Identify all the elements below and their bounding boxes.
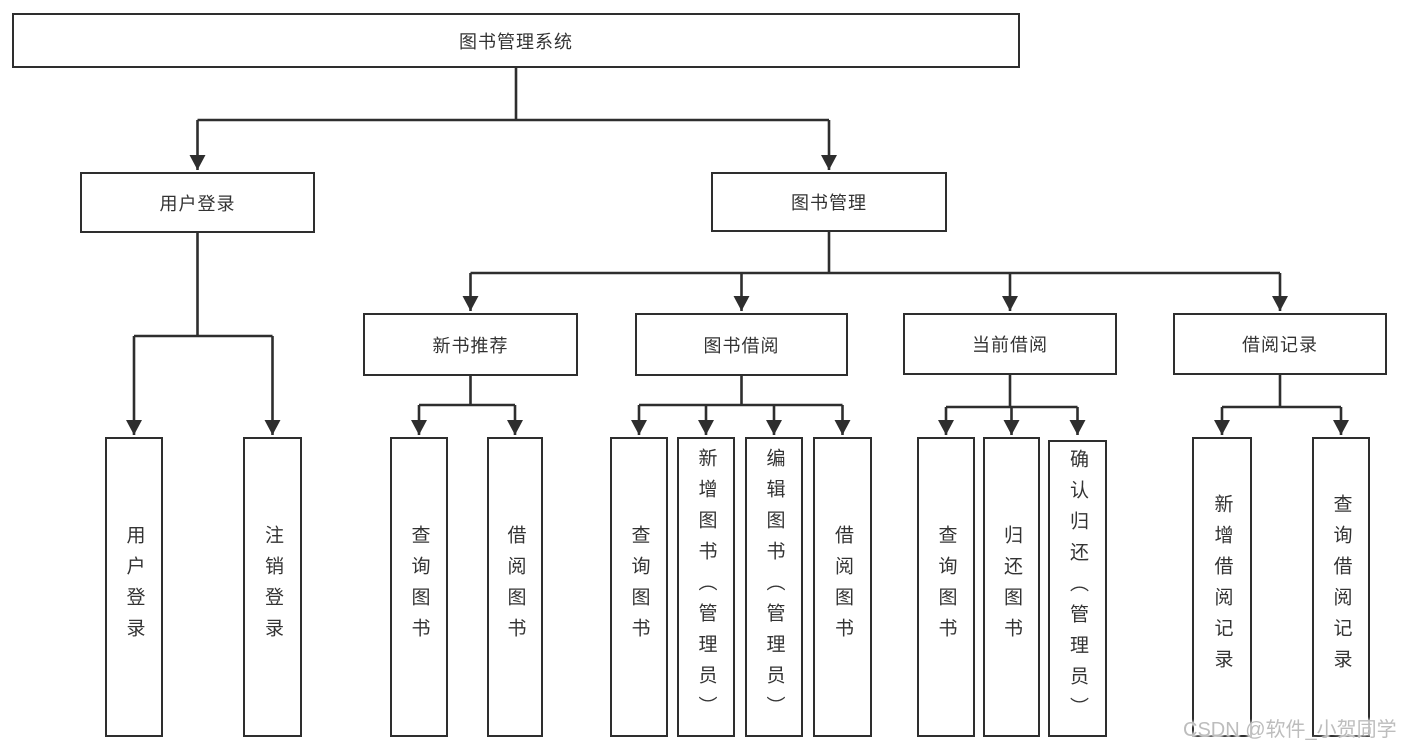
node-logout-label: 注销登录 [262,525,283,649]
node-new-book-recommend: 新书推荐 [363,313,578,376]
node-borrow-books-borrowing: 借阅图书 [813,437,872,737]
node-confirm-return-admin: 确认归还（管理员） [1048,440,1107,737]
node-edit-book-admin: 编辑图书（管理员） [745,437,803,737]
node-edit-book-admin-label: 编辑图书（管理员） [763,447,785,727]
node-user-login-label: 用户登录 [123,525,145,649]
node-return-books-label: 归还图书 [1001,525,1022,649]
node-book-management-branch: 图书管理 [711,172,947,232]
node-current-borrowing: 当前借阅 [903,313,1117,375]
node-add-book-admin-label: 新增图书（管理员） [695,447,717,727]
node-current-borrowing-label: 当前借阅 [972,335,1048,355]
node-book-borrowing: 图书借阅 [635,313,848,376]
node-new-book-recommend-label: 新书推荐 [432,335,509,356]
node-borrow-books-recommend: 借阅图书 [487,437,543,737]
node-query-borrow-record: 查询借阅记录 [1312,437,1370,737]
node-query-books-current-label: 查询图书 [935,525,957,649]
node-query-books-borrowing-label: 查询图书 [628,525,650,649]
node-borrow-books-recommend-label: 借阅图书 [504,525,526,649]
node-book-management-branch-label: 图书管理 [791,193,867,213]
node-query-books-recommend-label: 查询图书 [408,525,430,649]
node-add-book-admin: 新增图书（管理员） [677,437,735,737]
node-query-borrow-record-label: 查询借阅记录 [1330,494,1352,680]
watermark: CSDN @软件_小贺同学 [1183,719,1397,741]
node-borrow-books-borrowing-label: 借阅图书 [832,525,853,649]
node-query-books-recommend: 查询图书 [390,437,448,737]
node-confirm-return-admin-label: 确认归还（管理员） [1067,449,1088,728]
node-root: 图书管理系统 [12,13,1020,68]
node-user-login-branch: 用户登录 [80,172,315,233]
node-query-books-current: 查询图书 [917,437,975,737]
node-query-books-borrowing: 查询图书 [610,437,668,737]
node-borrowing-records-label: 借阅记录 [1242,335,1318,355]
node-root-label: 图书管理系统 [459,31,573,52]
node-user-login: 用户登录 [105,437,163,737]
node-user-login-branch-label: 用户登录 [159,193,236,214]
node-return-books: 归还图书 [983,437,1040,737]
node-logout: 注销登录 [243,437,302,737]
node-borrowing-records: 借阅记录 [1173,313,1387,375]
node-add-borrow-record-label: 新增借阅记录 [1211,494,1233,680]
node-book-borrowing-label: 图书借阅 [703,335,780,356]
node-add-borrow-record: 新增借阅记录 [1192,437,1252,737]
